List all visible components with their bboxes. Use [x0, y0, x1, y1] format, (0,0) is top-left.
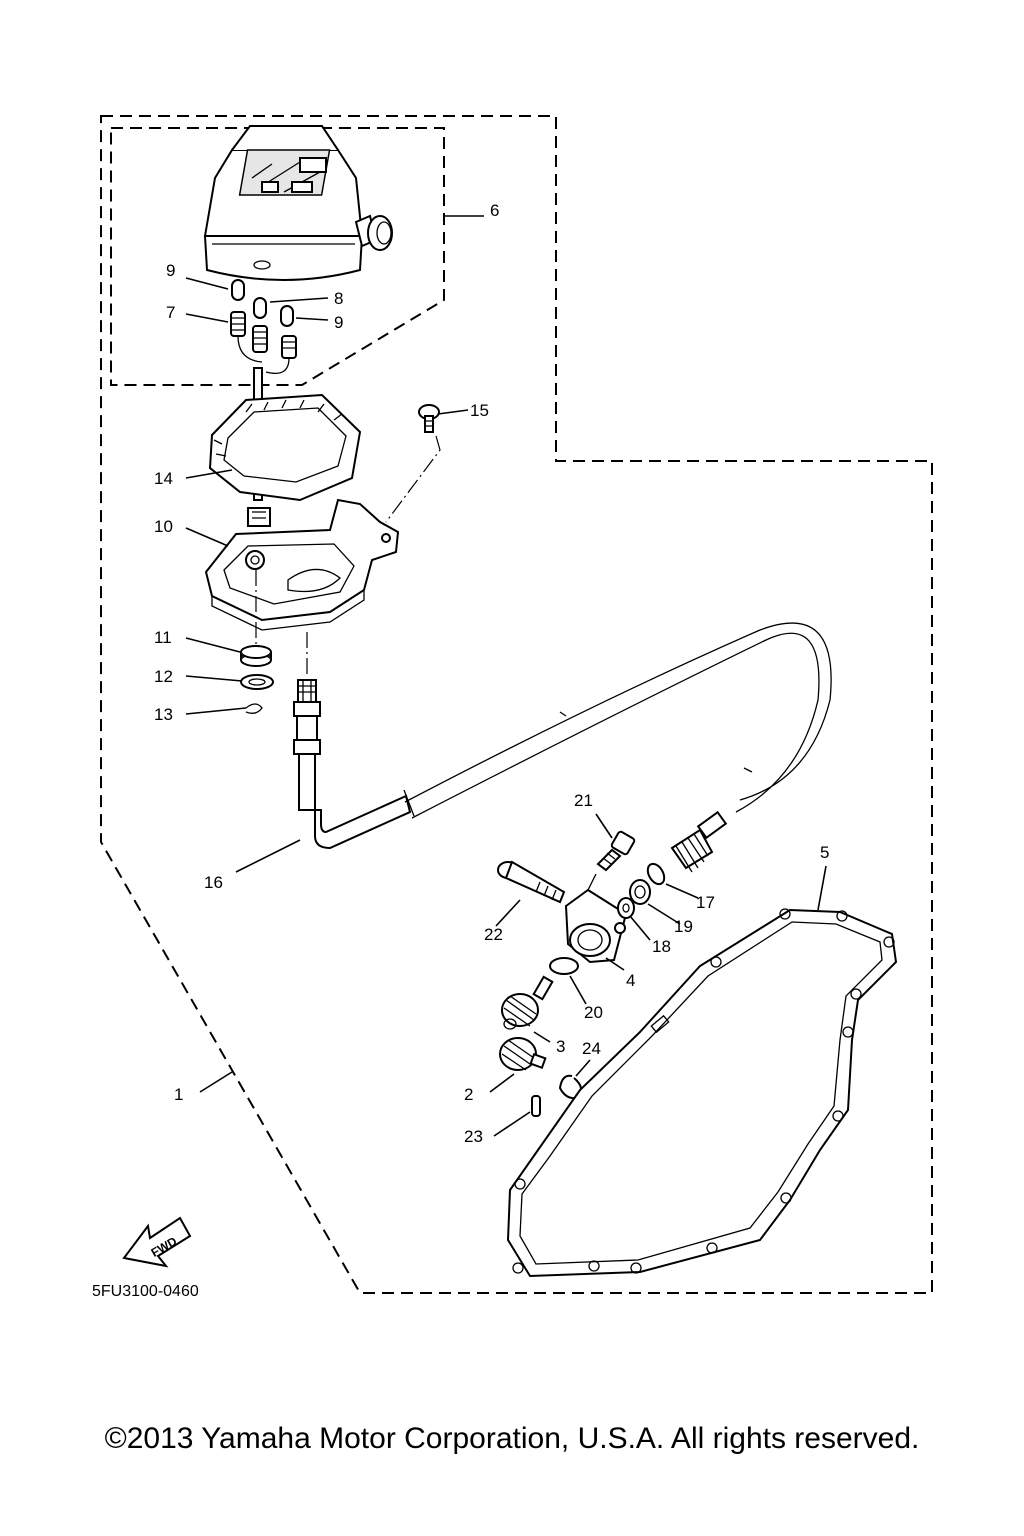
callout-21: 21	[574, 791, 593, 810]
callout-18: 18	[652, 937, 671, 956]
callout-10: 10	[154, 517, 173, 536]
bulb-socket-8	[252, 325, 297, 375]
leader-lines	[185, 215, 827, 1137]
gear-3	[501, 975, 554, 1030]
gasket-5	[506, 908, 898, 1278]
callout-3: 3	[556, 1037, 565, 1056]
bulb-8	[253, 297, 267, 319]
callout-15: 15	[470, 401, 489, 420]
grommet-11	[240, 645, 272, 667]
callout-9-lower: 9	[334, 313, 343, 332]
bulb-7	[230, 311, 263, 363]
washer-12	[240, 674, 274, 690]
fwd-arrow-icon: FWD	[122, 1216, 192, 1268]
pin-23	[531, 1095, 541, 1117]
callout-20: 20	[584, 1003, 603, 1022]
copyright-notice: ©2013 Yamaha Motor Corporation, U.S.A. A…	[105, 1422, 920, 1455]
callout-5: 5	[820, 843, 829, 862]
meter-assembly	[203, 125, 393, 281]
callout-24: 24	[582, 1039, 601, 1058]
meter-subassembly-boundary	[110, 127, 445, 386]
meter-connector	[247, 507, 271, 527]
callout-6: 6	[490, 201, 499, 220]
meter-bracket-10	[204, 498, 400, 631]
callout-16: 16	[204, 873, 223, 892]
bulb-9b	[280, 305, 294, 327]
bolt-22	[497, 860, 566, 904]
housing-4	[564, 873, 628, 964]
diagram-code: 5FU3100-0460	[92, 1283, 199, 1300]
oil-seal-19	[629, 879, 651, 905]
gear-2	[499, 1037, 547, 1071]
speedometer-cable-16	[293, 622, 832, 873]
bulb-9a	[231, 279, 245, 301]
assembly-boundary	[100, 115, 933, 1294]
callout-4: 4	[626, 971, 635, 990]
callout-1: 1	[174, 1085, 183, 1104]
callout-14: 14	[154, 469, 173, 488]
callout-8: 8	[334, 289, 343, 308]
callout-22: 22	[484, 925, 503, 944]
callout-11: 11	[154, 628, 172, 647]
bolt-15	[418, 404, 440, 433]
bolt-15-axis	[385, 435, 441, 523]
clip-13	[245, 703, 263, 714]
callout-19: 19	[674, 917, 693, 936]
callout-7: 7	[166, 303, 175, 322]
callout-23: 23	[464, 1127, 483, 1146]
callout-12: 12	[154, 667, 173, 686]
o-ring-20	[549, 957, 579, 975]
washer-18	[617, 897, 635, 919]
callout-labels: 1 2 3 4 5 6 7 8 9 9 10 11 12 13 14 15 16…	[154, 201, 829, 1146]
callout-17: 17	[696, 893, 715, 912]
callout-2: 2	[464, 1085, 473, 1104]
callout-9-upper: 9	[166, 261, 175, 280]
callout-13: 13	[154, 705, 173, 724]
meter-cover-14	[208, 393, 362, 502]
bolt-21	[596, 830, 636, 872]
o-ring-17	[646, 862, 666, 886]
